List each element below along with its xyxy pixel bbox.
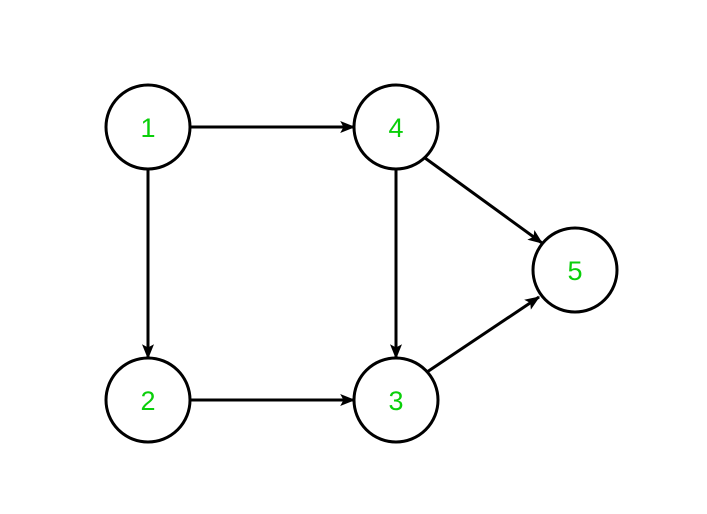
node-2-circle[interactable] (104, 356, 192, 444)
node-1-label: 1 (140, 113, 155, 143)
node-1[interactable]: 1 (104, 83, 192, 171)
node-3-circle[interactable] (352, 356, 440, 444)
node-2[interactable]: 2 (104, 356, 192, 444)
node-2-label: 2 (140, 386, 155, 416)
node-5-label: 5 (567, 256, 582, 286)
node-5[interactable]: 5 (531, 226, 619, 314)
edge-4-to-5[interactable] (424, 156, 543, 245)
edge-3-to-5[interactable] (426, 295, 540, 374)
node-layer: 1 4 5 2 3 (104, 83, 619, 444)
node-4[interactable]: 4 (352, 83, 440, 171)
node-4-label: 4 (388, 113, 403, 143)
node-1-circle[interactable] (104, 83, 192, 171)
edge-layer (142, 121, 543, 406)
node-3[interactable]: 3 (352, 356, 440, 444)
node-5-circle[interactable] (531, 226, 619, 314)
node-3-label: 3 (388, 386, 403, 416)
node-4-circle[interactable] (352, 83, 440, 171)
